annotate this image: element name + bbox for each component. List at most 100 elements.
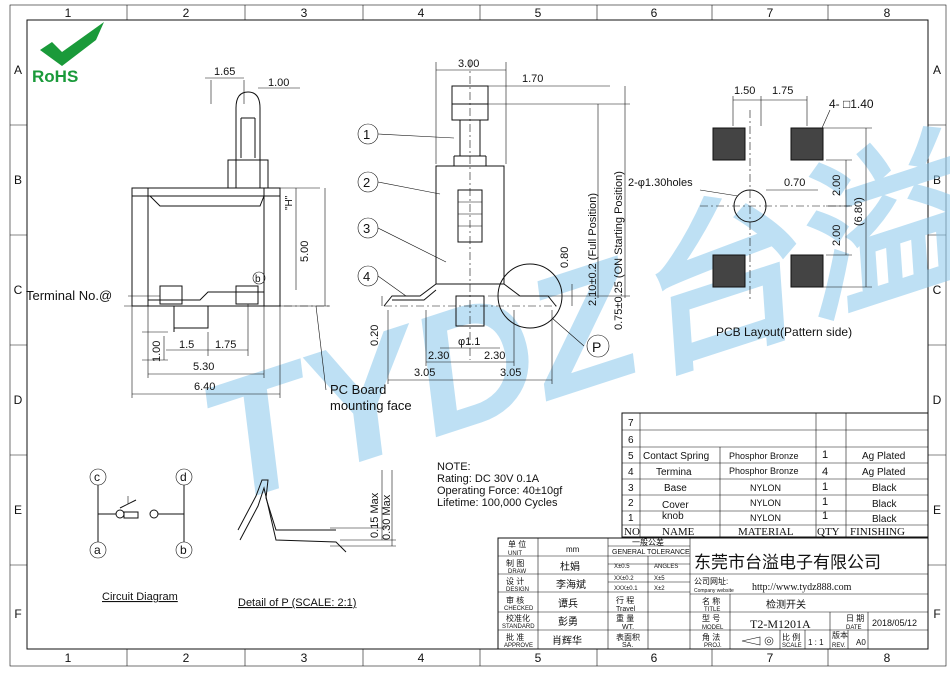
pcb-dim-1-50: 1.50 (734, 85, 755, 97)
dim-full-position: 2.10±0.2 (Full Position) (587, 193, 599, 306)
title-cn: 名 称 (702, 596, 720, 606)
role-name: 彭勇 (558, 615, 578, 628)
role-en: STANDARD (502, 624, 535, 630)
pcb-pad (790, 127, 824, 161)
model-en: MODEL (702, 625, 724, 631)
weight-en: WT. (622, 624, 634, 631)
rohs-logo: RoHS (32, 22, 104, 86)
dim-on-position: 0.75±0.25 (ON Starting Position) (613, 171, 625, 330)
pcb-holes-label: 2-φ1.30holes (628, 177, 693, 189)
dim-5-00: 5.00 (299, 241, 311, 262)
dim-3-05-right: 3.05 (500, 367, 521, 379)
dim-2-30-right: 2.30 (484, 350, 505, 362)
row-label-left: E (14, 503, 22, 517)
bom-no: 4 (628, 467, 634, 478)
website-cn: 公司网址: (694, 576, 728, 586)
travel-cn: 行 程 (616, 595, 634, 605)
notes: NOTE: Rating: DC 30V 0.1A Operating Forc… (437, 461, 563, 509)
circuit-caption: Circuit Diagram (102, 591, 178, 603)
dim-1-65: 1.65 (214, 66, 235, 78)
bom-no: 1 (628, 513, 634, 524)
callout-4: 4 (363, 269, 370, 284)
dim-3-05-left: 3.05 (414, 367, 435, 379)
row-label-left: F (14, 607, 21, 621)
front-view: 1 2 3 4 3.00 1.70 2.10±0.2 (Full Positio… (357, 58, 630, 384)
role-cn: 设 计 (506, 576, 524, 586)
bom-header-no: NO (624, 526, 640, 538)
note-line: Lifetime: 100,000 Cycles (437, 497, 558, 509)
pcb-dim-pad: 4- □1.40 (829, 97, 874, 111)
detail-dim-0-15: 0.15 Max (369, 492, 381, 538)
bom-finish: Black (872, 483, 897, 494)
model-value: T2-M1201A (750, 617, 811, 631)
title-block: 单 位 UNIT mm 一般公差 GENERAL TOLERANCE X±0.5… (497, 537, 929, 650)
scale-cn: 比 例 (782, 632, 800, 642)
col-label-bottom: 7 (767, 651, 774, 665)
role-name: 李海斌 (556, 578, 586, 591)
bom-finish: Ag Plated (862, 467, 905, 478)
circuit-node-d: d (180, 470, 187, 484)
bom-no: 2 (628, 498, 634, 509)
rev-value: A0 (856, 638, 866, 647)
rev-en: REV. (832, 643, 846, 649)
website-en: Company website (694, 588, 734, 594)
dim-h-label: "H" (284, 195, 295, 210)
role-name: 肖辉华 (552, 634, 582, 647)
bom-header-finish: FINISHING (850, 526, 905, 538)
detail-marker-p: P (592, 339, 601, 355)
bom-no: 5 (628, 451, 634, 462)
dim-3-00: 3.00 (458, 58, 479, 70)
tolerance-b: X±5 (654, 576, 665, 582)
bom-qty: 4 (822, 466, 828, 478)
unit-cn: 单 位 (508, 539, 526, 549)
bom-row-empty: 6 (628, 435, 634, 446)
col-label-top: 1 (65, 6, 72, 20)
bom-name: Termina (656, 467, 692, 478)
bom-qty: 1 (822, 449, 828, 461)
tolerance-b: ANGLES (654, 564, 678, 570)
col-label-bottom: 4 (418, 651, 425, 665)
travel-en: Travel (616, 606, 636, 613)
role-cn: 审 核 (506, 595, 524, 605)
dim-phi-1-1: φ1.1 (458, 336, 480, 348)
dim-6-40: 6.40 (194, 381, 215, 393)
col-label-top: 2 (183, 6, 190, 20)
circuit-node-a: a (94, 543, 101, 557)
website-url: http://www.tydz888.com (752, 582, 852, 593)
date-en: DATE (846, 625, 862, 631)
tolerance-cn: 一般公差 (632, 537, 664, 547)
rohs-logo-text: RoHS (32, 67, 78, 86)
circuit-node-c: c (94, 470, 100, 484)
pcb-pad (712, 254, 746, 288)
pcb-pad (790, 254, 824, 288)
role-en: DESIGN (506, 587, 529, 593)
unit-en: UNIT (508, 551, 522, 557)
bom-header-name: NAME (662, 526, 695, 538)
pcb-board-label-2: mounting face (330, 398, 412, 413)
bom-name: knob (662, 511, 684, 522)
bom-header-qty: QTY (817, 526, 840, 538)
bom-material: NYLON (750, 513, 781, 523)
col-label-bottom: 3 (301, 651, 308, 665)
role-cn: 校准化 (506, 613, 530, 623)
dim-1-75: 1.75 (215, 339, 236, 351)
col-label-bottom: 8 (884, 651, 891, 665)
row-label-right: D (933, 393, 942, 407)
date-value: 2018/05/12 (872, 618, 917, 628)
dim-5-30: 5.30 (193, 361, 214, 373)
col-label-bottom: 2 (183, 651, 190, 665)
projection-cn: 角 法 (702, 632, 720, 642)
note-line: Rating: DC 30V 0.1A (437, 473, 540, 485)
bom-header-material: MATERIAL (738, 526, 794, 538)
bom-qty: 1 (822, 496, 828, 508)
dim-0-20: 0.20 (369, 325, 381, 346)
row-label-left: B (14, 173, 22, 187)
col-label-top: 6 (651, 6, 658, 20)
callout-2: 2 (363, 175, 370, 190)
bom-material: NYLON (750, 483, 781, 493)
rev-cn: 版本 (832, 630, 848, 640)
dim-0-80: 0.80 (559, 247, 571, 268)
pcb-pad (712, 127, 746, 161)
dim-1-00-top: 1.00 (268, 77, 289, 89)
col-label-top: 4 (418, 6, 425, 20)
